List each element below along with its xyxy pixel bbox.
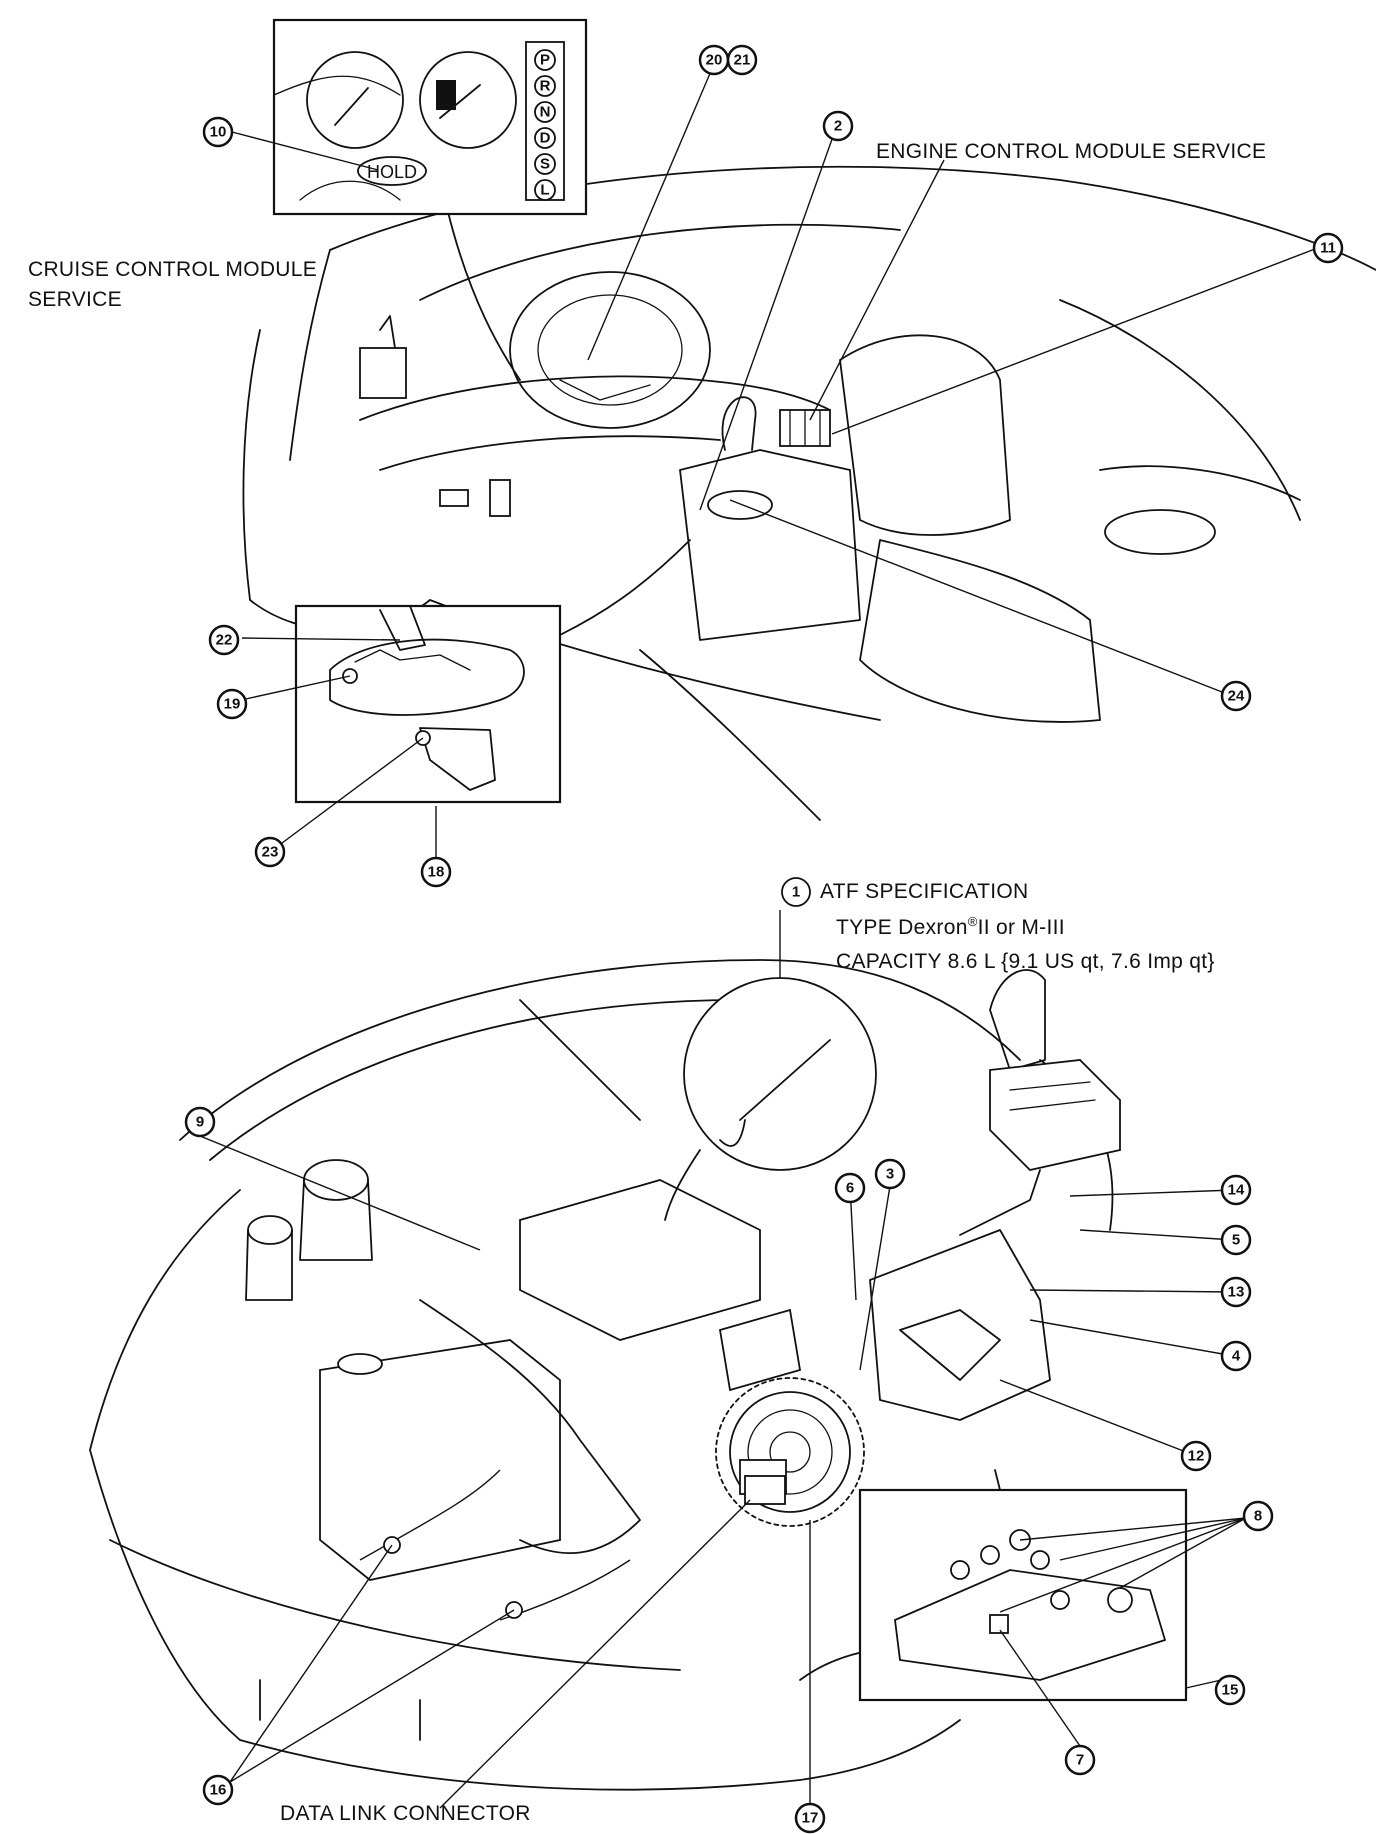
gear-p: P: [540, 52, 550, 69]
svg-text:5: 5: [1232, 1232, 1240, 1249]
shift-indicator-bar: [436, 80, 456, 110]
atf-capacity-line: CAPACITY 8.6 L {9.1 US qt, 7.6 Imp qt}: [836, 950, 1215, 973]
svg-text:2: 2: [834, 118, 842, 135]
shift-lever-inset: [294, 604, 562, 804]
callout-6: 6: [834, 1172, 866, 1204]
callout-markers: 10 20 21 2 11 24 22 19 23 18 1 9 6 3 14 …: [184, 44, 1344, 1834]
svg-text:6: 6: [846, 1180, 854, 1197]
svg-text:8: 8: [1254, 1508, 1262, 1525]
svg-text:20: 20: [706, 52, 723, 69]
callout-23: 23: [254, 836, 286, 868]
svg-text:9: 9: [196, 1114, 204, 1131]
hold-indicator-text: HOLD: [367, 162, 417, 182]
callout-4: 4: [1220, 1340, 1252, 1372]
callout-19: 19: [216, 688, 248, 720]
svg-text:22: 22: [216, 632, 233, 649]
callout-24: 24: [1220, 680, 1252, 712]
callout-10: 10: [202, 116, 234, 148]
instrument-cluster-inset: P R N D S L HOLD: [272, 18, 588, 216]
svg-text:3: 3: [886, 1166, 894, 1183]
gear-s: S: [540, 156, 550, 173]
callout-20: 20: [698, 44, 730, 76]
svg-text:17: 17: [802, 1810, 819, 1827]
engine-bay-drawing: [89, 959, 1121, 1791]
svg-text:24: 24: [1228, 688, 1245, 705]
svg-text:11: 11: [1320, 240, 1336, 257]
svg-text:12: 12: [1188, 1448, 1205, 1465]
callout-22: 22: [208, 624, 240, 656]
callout-9: 9: [184, 1106, 216, 1138]
atf-dipstick-zoom: [683, 977, 877, 1171]
gear-r: R: [540, 78, 551, 95]
callout-2: 2: [822, 110, 854, 142]
speedometer-gauge: [419, 51, 517, 149]
callout-7: 7: [1064, 1744, 1096, 1776]
gear-position-indicators: P R N D S L: [534, 49, 556, 201]
svg-text:16: 16: [210, 1782, 227, 1799]
callout-14: 14: [1220, 1174, 1252, 1206]
data-link-connector-label: DATA LINK CONNECTOR: [280, 1802, 531, 1825]
text-labels: ENGINE CONTROL MODULE SERVICE CRUISE CON…: [28, 140, 1266, 1825]
callout-16: 16: [202, 1774, 234, 1806]
gear-d: D: [540, 130, 551, 147]
callout-5: 5: [1220, 1224, 1252, 1256]
gear-n: N: [540, 104, 551, 121]
leader-lines: [199, 63, 1329, 1818]
callout-12: 12: [1180, 1440, 1212, 1472]
callout-21: 21: [726, 44, 758, 76]
svg-text:13: 13: [1228, 1284, 1245, 1301]
svg-text:15: 15: [1222, 1682, 1239, 1699]
callout-11: 11: [1312, 232, 1344, 264]
svg-text:14: 14: [1228, 1182, 1245, 1199]
atf-type-line: TYPE Dexron®II or M-III: [836, 914, 1065, 939]
svg-text:7: 7: [1076, 1752, 1084, 1769]
cruise-control-module-label-line1: CRUISE CONTROL MODULE: [28, 258, 317, 281]
svg-text:4: 4: [1232, 1348, 1241, 1365]
cruise-control-module-label-line2: SERVICE: [28, 288, 122, 311]
callout-17: 17: [794, 1802, 826, 1834]
svg-text:1: 1: [792, 884, 800, 901]
svg-text:21: 21: [734, 52, 751, 69]
callout-18: 18: [420, 856, 452, 888]
gear-l: L: [540, 182, 549, 199]
engine-control-module-label: ENGINE CONTROL MODULE SERVICE: [876, 140, 1266, 163]
callout-1: 1: [781, 877, 811, 907]
svg-text:23: 23: [262, 844, 279, 861]
callout-3: 3: [874, 1158, 906, 1190]
callout-13: 13: [1220, 1276, 1252, 1308]
atf-specification-title: ATF SPECIFICATION: [820, 880, 1029, 903]
valve-body-inset: [858, 1469, 1188, 1702]
svg-text:18: 18: [428, 864, 445, 881]
callout-15: 15: [1214, 1674, 1246, 1706]
svg-text:19: 19: [224, 696, 241, 713]
svg-text:10: 10: [210, 124, 227, 141]
tachometer-gauge: [306, 51, 404, 149]
vehicle-interior-drawing: [242, 165, 1376, 821]
callout-8: 8: [1242, 1500, 1274, 1532]
